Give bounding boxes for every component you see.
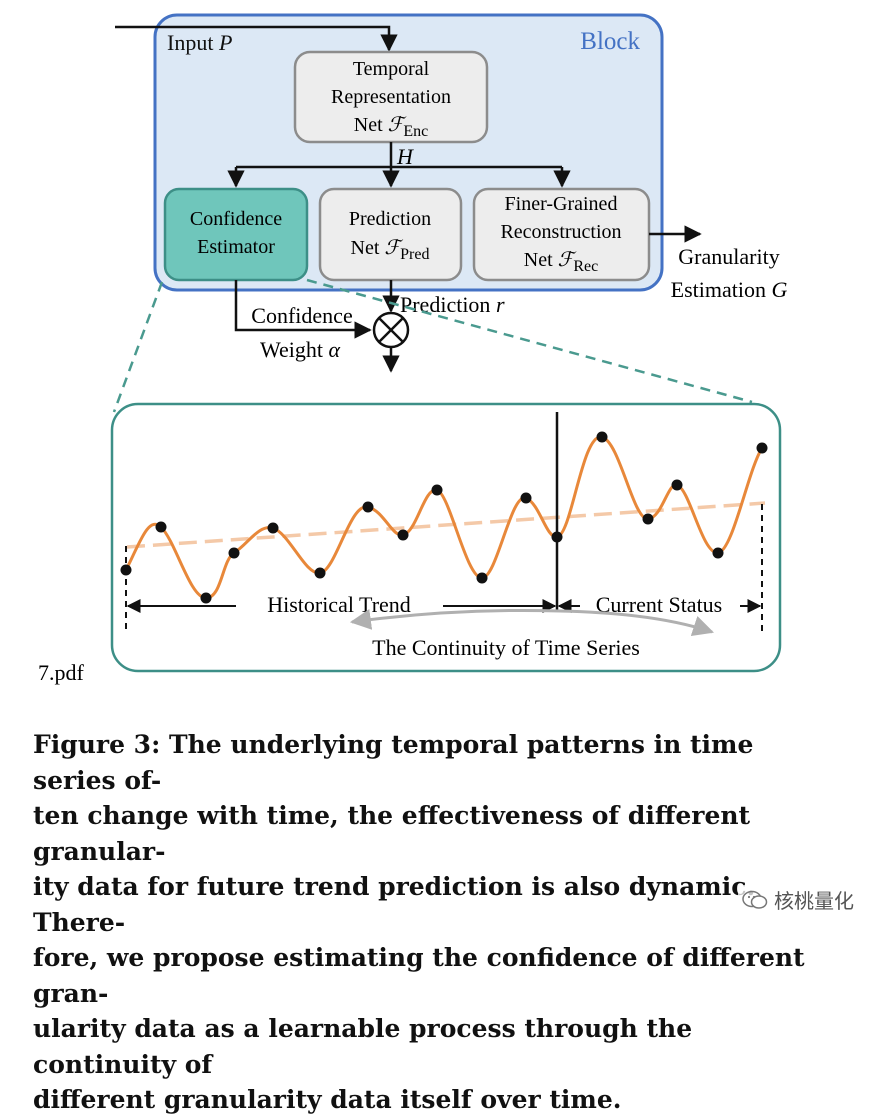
temporal-line3: Net ℱEnc bbox=[354, 114, 429, 140]
temporal-line2: Representation bbox=[331, 86, 451, 108]
h-label: H bbox=[396, 144, 414, 169]
caption-line: different granularity data itself over t… bbox=[33, 1085, 622, 1114]
watermark-text: 核桃量化 bbox=[774, 889, 854, 913]
time-series-panel bbox=[110, 402, 782, 673]
series-point bbox=[200, 592, 212, 604]
granularity-line2: Estimation G bbox=[671, 277, 788, 302]
reconstruction-line2: Reconstruction bbox=[500, 221, 621, 243]
prediction-net-box bbox=[318, 187, 463, 282]
series-point bbox=[756, 442, 768, 454]
prediction-line1: Prediction bbox=[349, 208, 431, 230]
confidence-weight-path bbox=[234, 280, 372, 339]
input-arrow bbox=[115, 25, 398, 52]
historical-trend-label: Historical Trend bbox=[267, 592, 411, 617]
filename-label: 7.pdf bbox=[38, 660, 85, 685]
series-point bbox=[397, 529, 409, 541]
caption-line: Figure 3: The underlying temporal patter… bbox=[33, 730, 754, 795]
wechat-icon bbox=[742, 890, 768, 909]
series-point bbox=[520, 492, 532, 504]
continuity-arc bbox=[349, 608, 714, 636]
confidence-weight-line2: Weight α bbox=[260, 337, 341, 362]
confidence-line1: Confidence bbox=[190, 208, 282, 230]
series-point bbox=[155, 521, 167, 533]
confidence-line2: Estimator bbox=[197, 236, 275, 258]
block-title: Block bbox=[580, 28, 640, 55]
series-point bbox=[267, 522, 279, 534]
series-curve bbox=[124, 435, 764, 600]
figure-caption: Figure 3: The underlying temporal patter… bbox=[33, 727, 823, 1118]
caption-line: ten change with time, the effectiveness … bbox=[33, 801, 751, 866]
series-point bbox=[596, 431, 608, 443]
continuity-label: The Continuity of Time Series bbox=[372, 635, 640, 660]
caption-line: ity data for future trend prediction is … bbox=[33, 872, 756, 937]
caption-line: ularity data as a learnable process thro… bbox=[33, 1014, 693, 1079]
series-point bbox=[712, 547, 724, 559]
caption-line: fore, we propose estimating the confiden… bbox=[33, 943, 805, 1008]
series-point bbox=[362, 501, 374, 513]
confidence-estimator-box bbox=[163, 187, 309, 282]
watermark: 核桃量化 bbox=[738, 885, 858, 914]
figure-diagram: Block Input P Temporal Representation Ne… bbox=[38, 13, 788, 685]
granularity-line1: Granularity bbox=[678, 244, 779, 269]
temporal-line1: Temporal bbox=[353, 58, 430, 80]
confidence-weight-line1: Confidence bbox=[251, 303, 352, 328]
series-point bbox=[431, 484, 443, 496]
zoom-line-right bbox=[306, 278, 753, 404]
series-point bbox=[314, 567, 326, 579]
prediction-line2: Net ℱPred bbox=[351, 237, 430, 263]
zoom-line-left bbox=[112, 281, 164, 413]
series-point bbox=[642, 513, 654, 525]
series-point bbox=[671, 479, 683, 491]
prediction-output-label: Prediction r bbox=[400, 292, 505, 317]
reconstruction-line3: Net ℱRec bbox=[524, 249, 599, 275]
input-label: Input P bbox=[167, 30, 232, 55]
series-point bbox=[228, 547, 240, 559]
multiply-icon bbox=[372, 311, 410, 349]
series-point bbox=[476, 572, 488, 584]
reconstruction-line1: Finer-Grained bbox=[505, 193, 618, 215]
